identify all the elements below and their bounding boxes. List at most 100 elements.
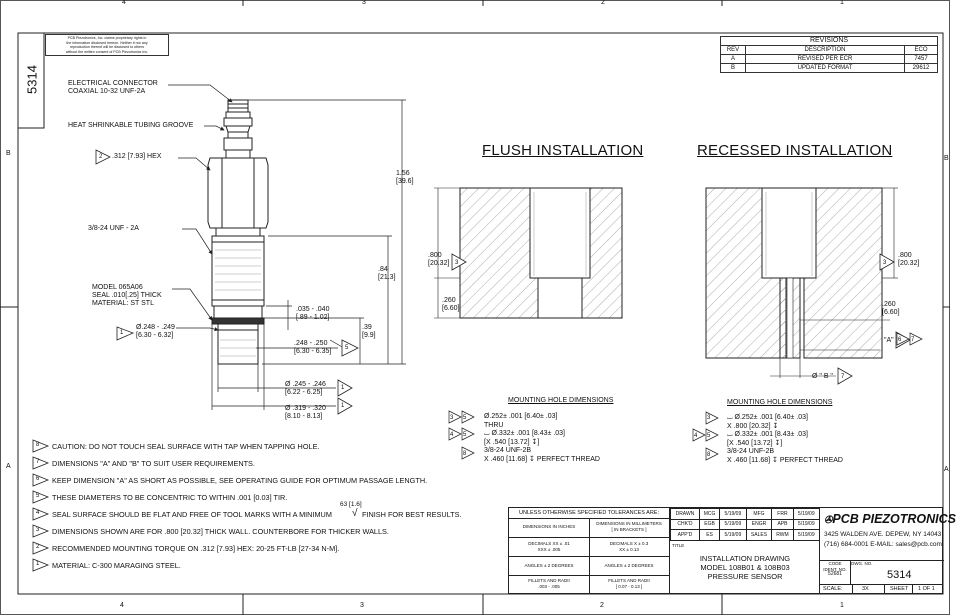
- recessed-dim-a-num: 7: [911, 337, 915, 343]
- zone-left-b: B: [6, 150, 11, 157]
- flush-mh-num: 8: [463, 451, 467, 457]
- flush-dim-800-balloon-number: 3: [455, 260, 459, 266]
- zone-top-1: 1: [840, 0, 844, 6]
- groove-label: HEAT SHRINKABLE TUBING GROOVE: [68, 122, 194, 129]
- dim-245: Ø .245 - .246 [6.22 - 6.25]: [285, 381, 326, 396]
- description-header: DESCRIPTION: [745, 45, 905, 55]
- zone-right-b: B: [944, 155, 949, 162]
- flush-mounting-hole-title: MOUNTING HOLE DIMENSIONS: [508, 397, 614, 404]
- seal-label: MODEL 065A06 SEAL .010[.25] THICK MATERI…: [92, 284, 162, 307]
- rev-header: REV: [720, 45, 746, 55]
- recessed-mh-num: 4: [694, 433, 698, 439]
- note-text: CAUTION: DO NOT TOUCH SEAL SURFACE WITH …: [52, 442, 320, 451]
- drawing-title: INSTALLATION DRAWING MODEL 108B01 & 108B…: [699, 554, 791, 581]
- angles-mm: ANGLES ± 2 DEGREES: [604, 563, 654, 568]
- recessed-dim-800-balloon-number: 3: [883, 260, 887, 266]
- note-number: 1: [36, 561, 40, 567]
- note-number: 6: [36, 476, 40, 482]
- note-text: MATERIAL: C-300 MARAGING STEEL.: [52, 561, 181, 570]
- recessed-mh-lines: ⌴ Ø.252± .001 [6.40± .03] X .800 [20.32]…: [727, 414, 843, 464]
- scale-row: SCALE: 3X SHEET 1 OF 1: [819, 584, 944, 594]
- dwg-number-cell: DWG. NO. 5314: [849, 560, 943, 585]
- code-cell: CODE IDENT. NO. 52681: [819, 560, 851, 585]
- flush-dim-260: .260 [6.60]: [442, 297, 460, 312]
- hex-balloon-number: 2: [99, 154, 103, 160]
- note-number: 7: [36, 459, 40, 465]
- note-number: 4: [36, 510, 40, 516]
- zone-right-a: A: [944, 466, 949, 473]
- company-area: ✇PCB PIEZOTRONICS 3425 WALDEN AVE. DEPEW…: [819, 508, 956, 561]
- company-address: 3425 WALDEN AVE. DEPEW, NY 14043 (716) 6…: [824, 531, 942, 548]
- flush-mh-num: 3: [450, 415, 454, 421]
- recessed-mh-num: 3: [707, 415, 711, 421]
- recessed-dim-b-balloon-number: 7: [841, 374, 845, 380]
- note-text: DIMENSIONS SHOWN ARE FOR .800 [20.32] TH…: [52, 527, 389, 536]
- finish-value: 63 [1.6]: [340, 501, 362, 508]
- recessed-mh-balloons: [692, 411, 719, 461]
- zone-top-2: 2: [601, 0, 605, 6]
- proprietary-notice: PCB Piezotronics, Inc. claims proprietar…: [45, 34, 169, 57]
- thread-label: 3/8-24 UNF - 2A: [88, 225, 139, 232]
- title-area: TITLE INSTALLATION DRAWING MODEL 108B01 …: [669, 541, 820, 594]
- note-number: 3: [36, 527, 40, 533]
- note-text: THESE DIAMETERS TO BE CONCENTRIC TO WITH…: [52, 493, 288, 502]
- note-text: DIMENSIONS "A" AND "B" TO SUIT USER REQU…: [52, 459, 255, 468]
- note-text: SEAL SURFACE SHOULD BE FLAT AND FREE OF …: [52, 510, 332, 519]
- zone-bottom-4: 4: [120, 602, 124, 609]
- dwg-number: 5314: [887, 569, 912, 581]
- logo-mark-icon: ✇: [824, 515, 833, 526]
- connector-label: ELECTRICAL CONNECTOR COAXIAL 10-32 UNF-2…: [68, 80, 158, 95]
- recessed-dim-260: .260 [6.60]: [882, 301, 900, 316]
- revisions-block: REVISIONS REV DESCRIPTION ECO A REVISED …: [720, 36, 938, 73]
- revisions-title: REVISIONS: [720, 36, 938, 46]
- fillets-mm: FILLETS AND RADII [ 0.07 - 0.13 ]: [608, 578, 650, 589]
- recessed-mh-num: 8: [707, 452, 711, 458]
- recessed-dim-a-num: 6: [898, 337, 902, 343]
- recessed-dim-a-balloons: [896, 332, 923, 346]
- recessed-installation-section: [705, 187, 911, 385]
- revision-row: B UPDATED FORMAT 29612: [720, 63, 938, 73]
- decimals-mm: DECIMALS X ± 0.3 XX ± 0.13: [609, 541, 649, 552]
- flush-installation-section: [434, 187, 623, 319]
- recessed-mh-num: 5: [707, 433, 711, 439]
- zone-bottom-1: 1: [840, 602, 844, 609]
- tolerance-grid: DIMENSIONS IN INCHES DIMENSIONS IN MILLI…: [509, 518, 669, 594]
- flush-mh-num: 4: [450, 432, 454, 438]
- title-label: TITLE: [672, 543, 685, 548]
- dim-39: .39 [9.9]: [362, 324, 376, 339]
- flush-mh-balloons: [448, 410, 475, 460]
- revision-row: A REVISED PER ECR 7457: [720, 54, 938, 64]
- fillets-inch: FILLETS AND RADII .003 - .005: [528, 578, 570, 589]
- hex-label: .312 [7.93] HEX: [112, 153, 162, 160]
- flush-dim-800: .800 [20.32]: [428, 252, 450, 267]
- recessed-mounting-hole-title: MOUNTING HOLE DIMENSIONS: [727, 399, 833, 406]
- note-number: 5: [36, 493, 40, 499]
- flush-mh-num: 5: [463, 432, 467, 438]
- note-number: 8: [36, 442, 40, 448]
- finish-symbol: √: [352, 508, 358, 519]
- flush-mh-num: 5: [463, 415, 467, 421]
- zone-bottom-3: 3: [360, 602, 364, 609]
- finish-text: FINISH FOR BEST RESULTS.: [362, 510, 462, 519]
- dim-245-balloon-number: 1: [341, 385, 345, 391]
- eco-header: ECO: [904, 45, 938, 55]
- title-block: UNLESS OTHERWISE SPECIFIED TOLERANCES AR…: [508, 507, 956, 594]
- pcb-logo: ✇PCB PIEZOTRONICS: [824, 512, 956, 526]
- dim-319: Ø .319 - .320 [8.10 - 8.13]: [285, 405, 326, 420]
- diameter-1-label: Ø.248 - .249 [6.30 - 6.32]: [136, 324, 175, 339]
- angles-inch: ANGLES ± 2 DEGREES: [524, 563, 574, 568]
- recessed-dim-800: .800 [20.32]: [898, 252, 920, 267]
- flush-mh-lines: Ø.252± .001 [6.40± .03] THRU ⌴ Ø.332± .0…: [484, 413, 600, 463]
- dim-035: .035 - .040 [.89 - 1.02]: [296, 306, 330, 321]
- dim-248: .248 - .250 [6.30 - 6.35]: [294, 340, 332, 355]
- recessed-dim-b: Ø " B ": [812, 373, 833, 380]
- recessed-dim-a: "A": [884, 337, 894, 344]
- zone-bottom-2: 2: [600, 602, 604, 609]
- sensor-side-view: [95, 84, 406, 415]
- flush-installation-title: FLUSH INSTALLATION: [482, 142, 644, 159]
- mm-label: DIMENSIONS IN MILLIMETERS [ IN BRACKETS …: [596, 521, 662, 532]
